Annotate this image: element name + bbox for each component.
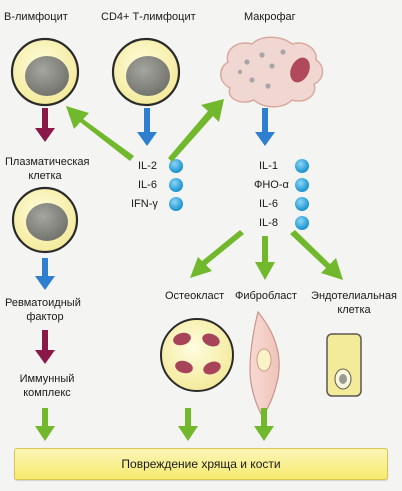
green-arrow (66, 106, 134, 164)
endothelial-cell (326, 333, 362, 397)
green-arrow (190, 230, 244, 278)
green-arrow (255, 236, 275, 280)
plasma-cell (11, 186, 79, 254)
green-arrow (168, 99, 224, 162)
damage-outcome-label: Повреждение хряща и кости (121, 457, 281, 471)
blue-arrow (255, 108, 275, 146)
plasma-cell-label-line1: Плазматическая (5, 156, 90, 168)
cytokine-label: IL-6 (138, 179, 157, 191)
cytokine-label: IL-8 (259, 217, 278, 229)
maroon-arrow (35, 108, 55, 142)
endothelial-label-line1: Эндотелиальная (311, 290, 397, 302)
blue-arrow (137, 108, 157, 146)
endothelial-label-line2: клетка (337, 304, 371, 316)
osteoclast-label: Остеокласт (165, 290, 225, 302)
cytokine-label: ФНО-α (254, 179, 289, 191)
macrophage-label: Макрофаг (244, 11, 296, 23)
macrophage-cytokine-dots (295, 159, 309, 230)
maroon-arrow (35, 330, 55, 364)
green-arrow (35, 408, 55, 441)
rheumatoid-factor-label-line1: Ревматоидный (5, 297, 81, 309)
blue-arrow (35, 258, 55, 290)
t-lymphocyte-label: CD4+ Т-лимфоцит (101, 11, 196, 23)
cytokine-label: IL-1 (259, 160, 278, 172)
fibroblast-cell (249, 310, 280, 418)
fibroblast-label: Фибробласт (235, 290, 297, 302)
immune-complex-label-line2: комплекс (23, 387, 71, 399)
macrophage-cell (220, 36, 324, 108)
b-lymphocyte-label: В-лимфоцит (4, 11, 68, 23)
immune-complex-label-line1: Иммунный (19, 373, 75, 385)
cytokine-label: IL-6 (259, 198, 278, 210)
t-cell-cytokine-dots (169, 159, 183, 211)
cytokine-label: IL-2 (138, 160, 157, 172)
cytokine-label: IFN-γ (131, 198, 158, 210)
b-lymphocyte-cell (10, 37, 80, 107)
green-arrow (290, 230, 343, 280)
rheumatoid-factor-label-line2: фактор (26, 311, 64, 323)
green-arrow (254, 408, 274, 441)
damage-outcome-bar: Повреждение хряща и кости (14, 448, 388, 480)
green-arrow (178, 408, 198, 441)
osteoclast-cell (160, 318, 234, 392)
plasma-cell-label-line2: клетка (28, 170, 62, 182)
t-lymphocyte-cell (111, 37, 181, 107)
